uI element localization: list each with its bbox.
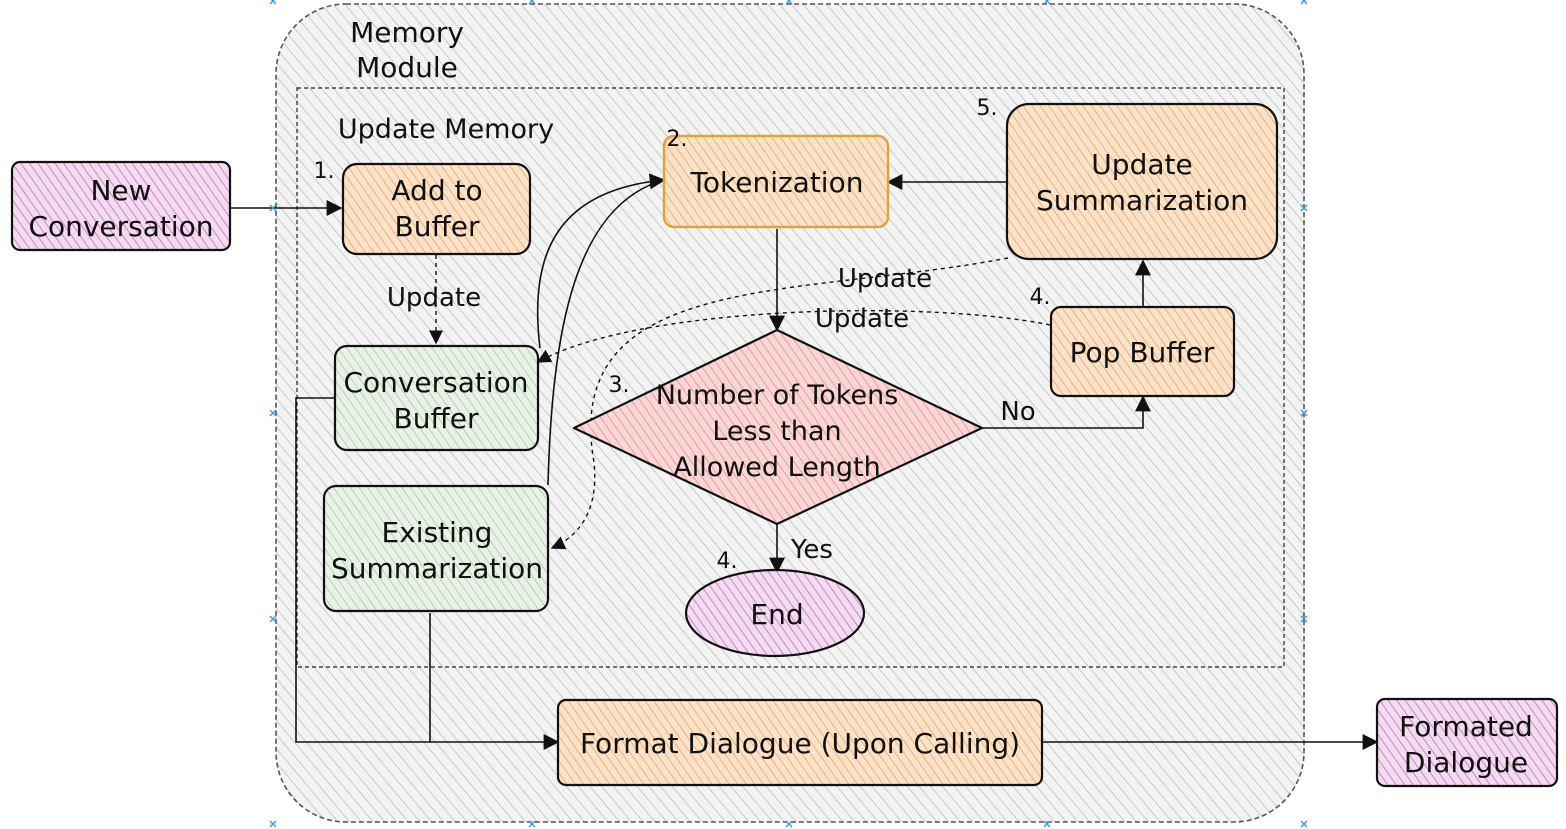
edge-updatesum-update-existing [550,257,1009,550]
edge-label-yes: Yes [790,535,833,565]
node-new-conversation: New Conversation [10,160,232,252]
node-formated-dialogue-line1: Formated [1399,710,1533,743]
node-new-conversation-line2: Conversation [28,210,213,243]
update-memory-container [296,87,1285,668]
node-add-to-buffer-line1: Add to [391,174,482,207]
edge-label-update-a: Update [387,283,481,313]
step-label-3: 3. [609,373,630,398]
node-decision: 3. Number of Tokens Less than Allowed Le… [572,328,984,526]
node-format-dialogue-label: Format Dialogue (Upon Calling) [580,727,1020,760]
node-pop-buffer-label: Pop Buffer [1070,336,1215,369]
node-update-summarization-line1: Update [1091,148,1192,181]
node-conversation-buffer: Conversation Buffer [333,344,540,452]
node-existing-summarization-line1: Existing [382,516,493,549]
update-memory-title: Update Memory [338,114,554,145]
edge-label-update-b: Update [838,264,932,294]
step-label-5: 5. [977,96,998,121]
node-end: 4. End [684,549,866,658]
node-existing-summarization: Existing Summarization [322,484,550,613]
node-update-summarization: 5. Update Summarization [977,96,1279,261]
node-format-dialogue: Format Dialogue (Upon Calling) [556,698,1044,787]
node-add-to-buffer-line2: Buffer [395,210,480,243]
canvas-selection-markers [269,0,1308,828]
node-decision-line3: Allowed Length [673,452,881,483]
node-new-conversation-line1: New [90,174,151,207]
edge-popbuffer-update-convbuffer [536,309,1051,363]
node-decision-line2: Less than [712,416,841,447]
edge-convbuffer-to-format [295,397,560,750]
step-label-4-end: 4. [717,549,738,574]
edge-existing-to-tokenization [547,179,665,486]
memory-module-title-line1: Memory [350,16,464,49]
node-add-to-buffer: 1. Add to Buffer [314,159,532,256]
node-formated-dialogue: Formated Dialogue [1375,697,1559,788]
node-end-label: End [750,598,803,631]
step-label-2: 2. [667,127,688,152]
node-conversation-buffer-line1: Conversation [343,366,528,399]
node-update-summarization-line2: Summarization [1036,184,1248,217]
node-existing-summarization-line2: Summarization [331,552,543,585]
node-formated-dialogue-line2: Dialogue [1404,746,1528,779]
node-conversation-buffer-line2: Buffer [394,402,479,435]
edge-label-update-c: Update [815,304,909,334]
node-pop-buffer: 4. Pop Buffer [1030,285,1236,398]
step-label-1: 1. [314,159,335,184]
edge-convbuffer-to-tokenization [536,173,666,349]
edge-label-no: No [1000,397,1035,427]
memory-module-title-line2: Module [356,51,458,84]
step-label-4-pop: 4. [1030,285,1051,310]
node-tokenization: 2. Tokenization [662,127,890,229]
node-tokenization-label: Tokenization [690,166,864,199]
edge-decision-no-to-popbuffer [982,395,1151,429]
node-decision-line1: Number of Tokens [656,380,899,411]
